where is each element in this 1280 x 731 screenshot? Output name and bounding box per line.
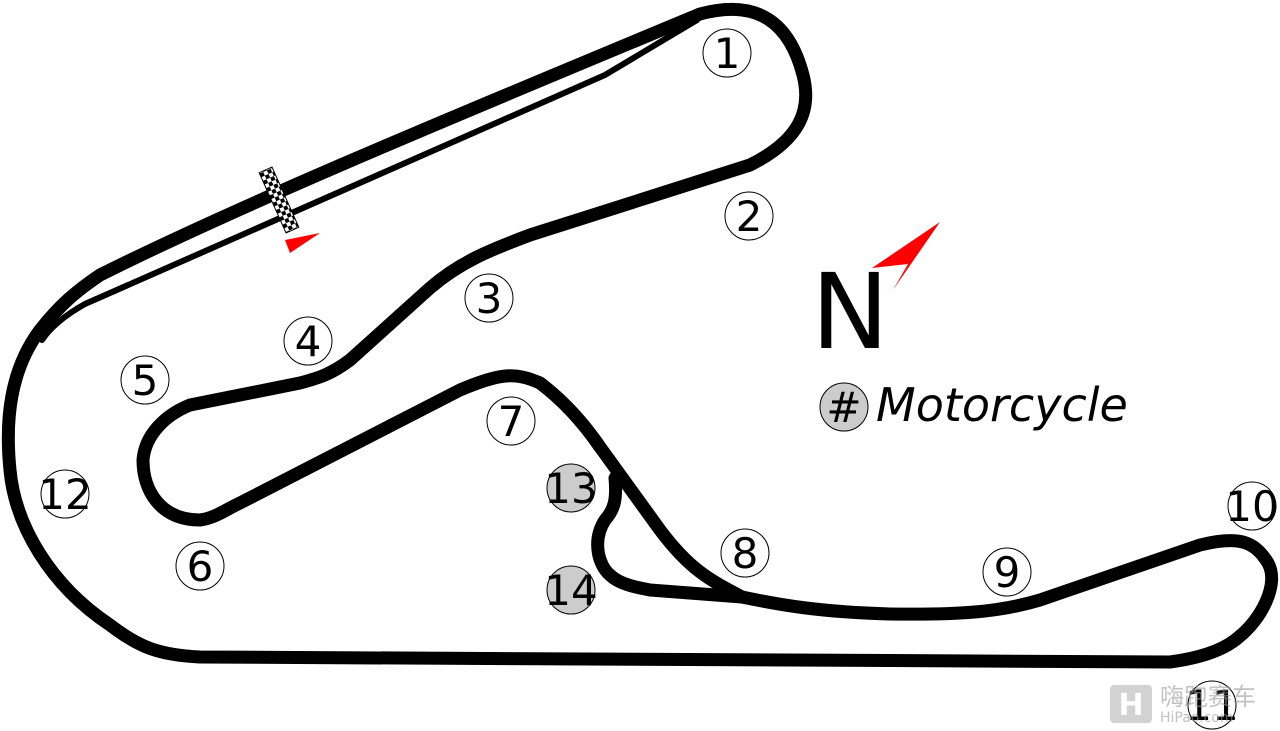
turn-label: 12	[38, 470, 91, 519]
turn-circle	[546, 463, 596, 513]
turn-circle	[283, 316, 333, 366]
motorcycle-loop	[591, 471, 749, 604]
turn-circle	[175, 541, 225, 591]
legend-marker	[819, 382, 869, 432]
turn-label: 1	[714, 29, 741, 78]
turn-marker-3: 3	[464, 273, 514, 323]
turn-marker-2: 2	[724, 191, 774, 241]
turn-label: 2	[736, 192, 763, 241]
turn-label: 14	[544, 566, 597, 615]
watermark-logo-icon	[1110, 685, 1152, 723]
turn-label: 13	[544, 464, 597, 513]
watermark: H 嗨跑赛车 HiPao.com	[1110, 683, 1256, 726]
turn-label: 6	[187, 542, 214, 591]
turn-circle	[486, 396, 536, 446]
north-label: N	[811, 251, 889, 373]
turn-marker-6: 6	[175, 541, 225, 591]
turn-marker-5: 5	[120, 355, 170, 405]
turn-label: 10	[1225, 482, 1278, 531]
turn-circle	[724, 191, 774, 241]
turn-label: 4	[295, 317, 322, 366]
turn-marker-4: 4	[283, 316, 333, 366]
turn-marker-13: 13	[544, 463, 598, 513]
turn-circle	[40, 469, 90, 519]
turn-circle	[720, 528, 770, 578]
pit-lane	[39, 17, 700, 343]
turn-circle	[982, 547, 1032, 597]
turn-circle	[702, 28, 752, 78]
watermark-sub: HiPao.com	[1160, 710, 1233, 726]
turn-marker-1: 1	[702, 28, 752, 78]
turn-circle	[1227, 481, 1277, 531]
checkered-flag-icon	[258, 166, 300, 234]
turn-marker-11: 11	[1185, 680, 1239, 730]
turn-label: 11	[1185, 681, 1238, 730]
turn-marker-12: 12	[38, 469, 92, 519]
turn-circle	[464, 273, 514, 323]
turn-marker-14: 14	[544, 565, 598, 615]
turn-label: 7	[498, 397, 525, 446]
turn-marker-9: 9	[982, 547, 1032, 597]
legend-symbol: #	[826, 383, 861, 432]
turn-label: 8	[732, 529, 759, 578]
turn-marker-7: 7	[486, 396, 536, 446]
watermark-logo: H	[1118, 688, 1143, 723]
turn-circle	[120, 355, 170, 405]
turn-label: 9	[994, 548, 1021, 597]
legend-label: Motorcycle	[876, 378, 1128, 432]
north-arrow-icon	[872, 222, 940, 290]
turn-circle	[546, 565, 596, 615]
turn-marker-10: 10	[1225, 481, 1279, 531]
turn-label: 5	[132, 356, 159, 405]
track-outline	[1, 3, 1279, 669]
legend: # Motorcycle	[819, 378, 1128, 432]
direction-arrow-icon	[285, 233, 320, 253]
watermark-text: 嗨跑赛车	[1160, 683, 1256, 711]
turn-label: 3	[476, 274, 503, 323]
turn-marker-8: 8	[720, 528, 770, 578]
turn-circle	[1187, 680, 1237, 730]
